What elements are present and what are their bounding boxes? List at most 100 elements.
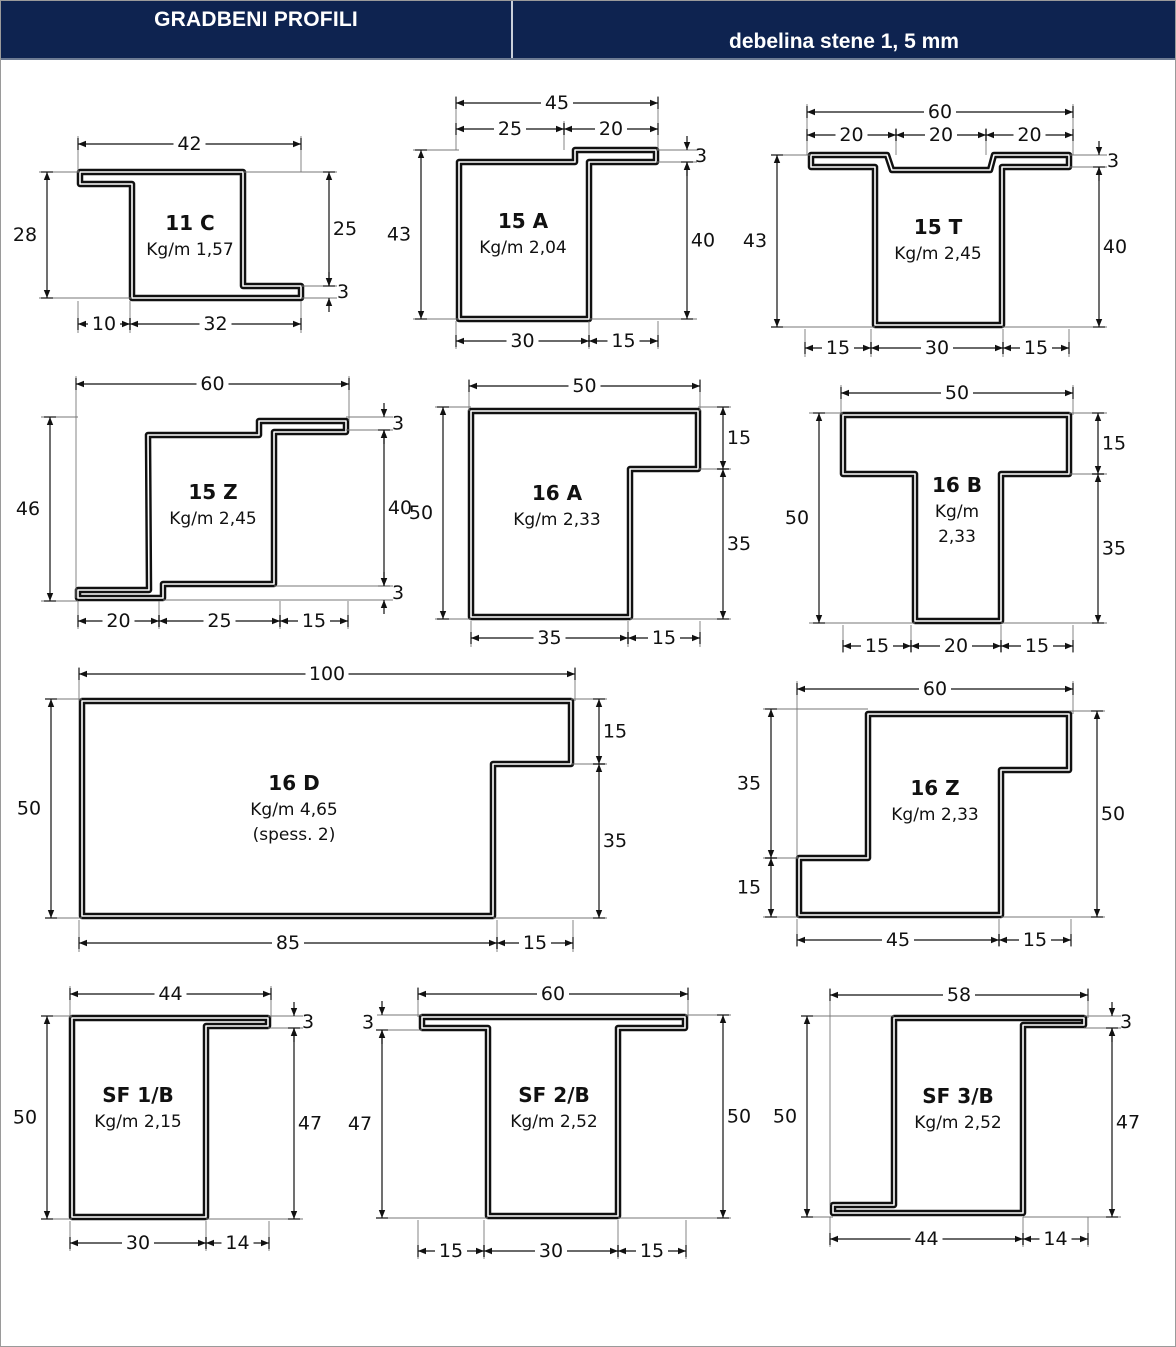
p15t-dimension-2: 20 [929,124,953,146]
p15t-dimension-5: 3 [1107,150,1119,172]
arrowhead [1094,413,1102,421]
arrowhead [650,99,658,107]
profile-11c-outline-inner-edge [79,171,302,299]
arrowhead [1095,319,1103,327]
arrowhead [198,1239,206,1247]
psf2b-dimension-2: 47 [348,1113,372,1135]
arrowhead [986,131,994,139]
p15z-dimension-7: 15 [302,610,326,632]
arrowhead [595,910,603,918]
arrowhead [79,939,87,947]
arrowhead [1108,1028,1116,1036]
arrowhead [911,642,919,650]
arrowhead [439,407,447,415]
p15t-dimension-9: 15 [1024,337,1048,359]
page-title: GRADBENI PROFILI [154,8,358,31]
arrowhead [1061,344,1069,352]
arrowhead [290,1028,298,1036]
p15z-dimension-3: 40 [388,497,412,519]
p15t-dimension-4: 43 [743,230,767,252]
arrowhead [1094,474,1102,482]
arrowhead [993,642,1001,650]
p15a-dimension-1: 25 [498,118,522,140]
p15z-weight: Kg/m 2,45 [169,509,256,529]
psf1b-dimension-0: 44 [158,983,182,1005]
arrowhead [1108,1209,1116,1217]
profile-15z-outline-inner-edge [77,420,347,599]
p16b-dimension-6: 15 [1025,635,1049,657]
p16b-weight: Kg/m [935,502,979,522]
arrowhead [719,461,727,469]
p16a-dimension-0: 50 [572,375,596,397]
arrowhead [46,593,54,601]
psf2b-dimension-6: 15 [640,1240,664,1262]
psf2b-weight: Kg/m 2,52 [510,1112,597,1132]
p16b-dimension-4: 15 [865,635,889,657]
p16d-note: (spess. 2) [253,825,336,845]
p16b-dimension-3: 35 [1102,538,1126,560]
arrowhead [290,1008,298,1016]
arrowhead [767,709,775,717]
arrowhead [484,1247,492,1255]
arrowhead [581,337,589,345]
arrowhead [843,642,851,650]
arrowhead [683,142,691,150]
p15z-dimension-5: 20 [106,610,130,632]
arrowhead [683,311,691,319]
arrowhead [151,617,159,625]
arrowhead [896,131,904,139]
psf3b-dimension-5: 14 [1043,1228,1067,1250]
arrowhead [456,99,464,107]
profile-15t-outline-inner-edge [810,154,1070,326]
profile-sf3b-outline-inner-edge [832,1017,1085,1214]
p16d-dimension-4: 85 [276,932,300,954]
arrowhead [830,991,838,999]
p16b-dimension-2: 15 [1102,433,1126,455]
arrowhead [325,298,333,306]
arrowhead [803,1209,811,1217]
arrowhead [418,1247,426,1255]
arrowhead [417,150,425,158]
arrowhead [378,1007,386,1015]
profile-16a-outline-inner-edge [470,410,699,618]
profile-sf1b-outline-inner-edge [71,1017,269,1218]
p15a-dimension-0: 45 [545,92,569,114]
p11c-dimension-5: 32 [203,313,227,335]
arrowhead [78,140,86,148]
p16z-dimension-1: 35 [737,773,761,795]
p16z-dimension-0: 60 [923,678,947,700]
arrowhead [456,125,464,133]
arrowhead [978,131,986,139]
profile-11c-outline [76,168,305,302]
arrowhead [1065,108,1073,116]
arrowhead [43,1016,51,1024]
p16z-code: 16 Z [910,776,959,800]
arrowhead [650,125,658,133]
arrowhead [341,380,349,388]
arrowhead [595,699,603,707]
psf2b-dimension-5: 30 [539,1240,563,1262]
p16d-weight: Kg/m 4,65 [250,800,337,820]
arrowhead [489,939,497,947]
arrowhead [476,1247,484,1255]
psf3b-dimension-0: 58 [947,984,971,1006]
p15z-dimension-1: 46 [16,498,40,520]
p16z-dimension-5: 15 [1023,929,1047,951]
p16a-code: 16 A [532,481,583,505]
profile-15a-outline-inner-edge [458,149,657,320]
p11c-dimension-0: 42 [177,133,201,155]
p11c-dimension-2: 25 [333,218,357,240]
arrowhead [773,319,781,327]
arrowhead [564,125,572,133]
arrowhead [595,756,603,764]
arrowhead [47,699,55,707]
arrowhead [325,172,333,180]
arrowhead [70,1239,78,1247]
arrowhead [380,578,388,586]
